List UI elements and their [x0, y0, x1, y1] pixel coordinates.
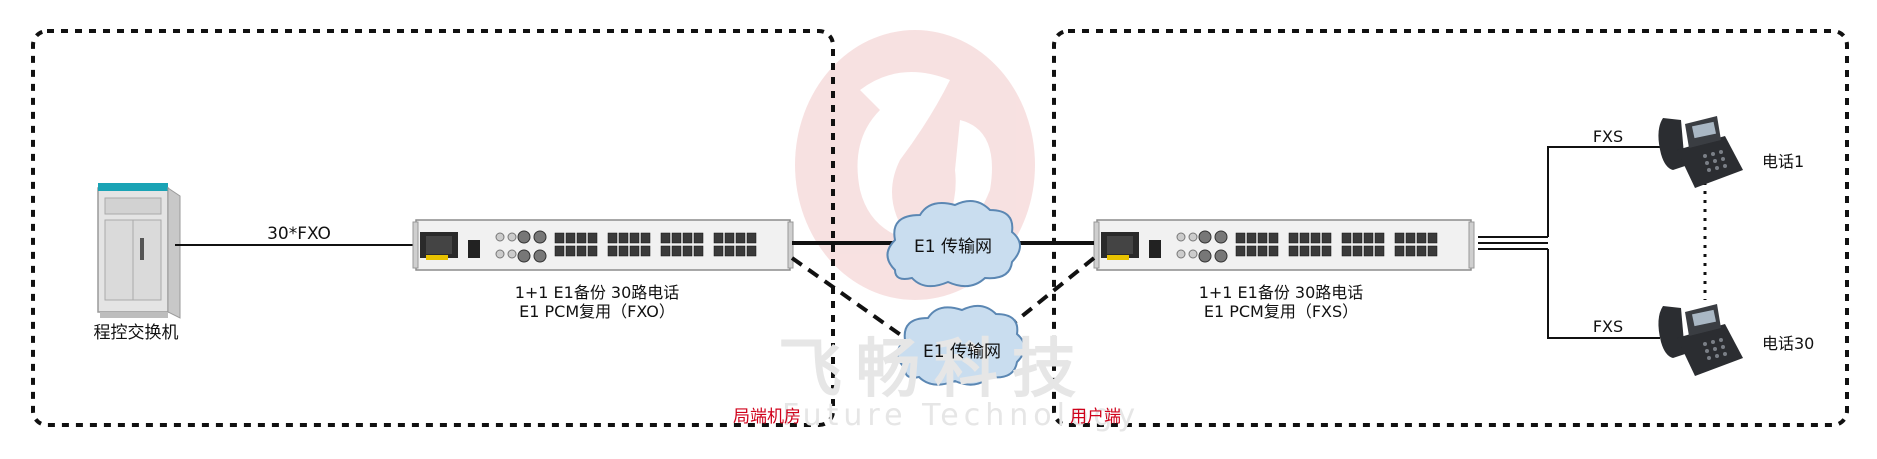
phone-icon-bottom — [1658, 304, 1743, 376]
e1-network-cloud-top — [886, 200, 1021, 288]
phone-top-label: 电话1 — [1762, 152, 1805, 171]
pcm-device-left — [412, 219, 794, 271]
e1-link-backup-left — [790, 256, 907, 340]
rj11-port — [1363, 232, 1374, 244]
rj11-port — [746, 245, 757, 257]
rj11-port — [1416, 232, 1427, 244]
rj11-port — [671, 232, 682, 244]
rj11-port — [1235, 232, 1246, 244]
rj11-port — [1341, 232, 1352, 244]
rj11-port — [724, 232, 735, 244]
rj11-port — [1321, 232, 1332, 244]
pcm-right-label-line2: E1 PCM复用（FXS） — [1203, 302, 1359, 321]
rj11-port — [660, 232, 671, 244]
rj11-port — [1257, 232, 1268, 244]
rj11-port — [682, 232, 693, 244]
rj11-port — [1374, 232, 1385, 244]
rj11-port — [746, 232, 757, 244]
rj11-port — [735, 245, 746, 257]
watermark-cn-text: 飞畅科技 — [778, 332, 1090, 407]
rj11-port — [1288, 232, 1299, 244]
rj11-port — [1363, 245, 1374, 257]
rj11-port — [1352, 232, 1363, 244]
rj11-port — [1246, 232, 1257, 244]
rj11-port — [1299, 232, 1310, 244]
pcm-right-label-line1: 1+1 E1备份 30路电话 — [1198, 283, 1364, 302]
rj11-port — [587, 232, 598, 244]
watermark-en-text: Future Technology — [782, 398, 1141, 433]
phone-bottom-label: 电话30 — [1762, 334, 1815, 353]
rj11-port — [554, 245, 565, 257]
fxs-top-label: FXS — [1592, 127, 1624, 146]
rj11-port — [1299, 245, 1310, 257]
rj11-port — [1310, 232, 1321, 244]
rj11-port — [629, 245, 640, 257]
rj11-port — [576, 232, 587, 244]
rj11-port — [1257, 245, 1268, 257]
rj11-port — [1310, 245, 1321, 257]
rj11-port — [554, 232, 565, 244]
rj11-ports-right — [1235, 232, 1438, 257]
rj11-port — [576, 245, 587, 257]
rj11-port — [735, 232, 746, 244]
rj11-port — [724, 245, 735, 257]
pcm-device-right — [1093, 219, 1475, 271]
fxo-link-label: 30*FXO — [267, 224, 331, 244]
fxs-bottom-label: FXS — [1592, 317, 1624, 336]
rj11-port — [587, 245, 598, 257]
pcm-left-label-line1: 1+1 E1备份 30路电话 — [514, 283, 680, 302]
rj11-port — [618, 232, 629, 244]
rj11-port — [1246, 245, 1257, 257]
cloud-bottom-label: E1 传输网 — [923, 342, 1001, 362]
rj11-port — [1427, 232, 1438, 244]
fxs-branch-lines — [1478, 146, 1660, 339]
rj11-port — [1394, 232, 1405, 244]
rj11-port — [618, 245, 629, 257]
rj11-port — [1416, 245, 1427, 257]
rj11-ports-left — [554, 232, 757, 257]
pcm-left-label-line2: E1 PCM复用（FXO） — [519, 302, 675, 321]
rj11-port — [693, 232, 704, 244]
rj11-port — [671, 245, 682, 257]
e1-network-cloud-bottom — [896, 304, 1026, 386]
rj11-port — [565, 245, 576, 257]
rj11-port — [1268, 245, 1279, 257]
rj11-port — [565, 232, 576, 244]
rj11-port — [607, 232, 618, 244]
rj11-port — [1405, 245, 1416, 257]
rj11-port — [1341, 245, 1352, 257]
rj11-port — [693, 245, 704, 257]
rj11-port — [713, 245, 724, 257]
rj11-port — [682, 245, 693, 257]
rj11-port — [1268, 232, 1279, 244]
rj11-port — [607, 245, 618, 257]
cloud-top-label: E1 传输网 — [914, 237, 992, 257]
rj11-port — [1321, 245, 1332, 257]
exchange-label: 程控交换机 — [93, 323, 179, 343]
rj11-port — [1374, 245, 1385, 257]
left-zone-label: 局端机房 — [733, 407, 801, 427]
rj11-port — [1427, 245, 1438, 257]
right-zone-label: 用户端 — [1070, 407, 1121, 427]
rj11-port — [640, 232, 651, 244]
rj11-port — [660, 245, 671, 257]
rj11-port — [713, 232, 724, 244]
rj11-port — [1405, 232, 1416, 244]
phone-icon-top — [1658, 116, 1743, 188]
rj11-port — [1235, 245, 1246, 257]
exchange-cabinet-icon — [97, 183, 181, 319]
right-zone-border — [1052, 29, 1849, 427]
rj11-port — [1352, 245, 1363, 257]
rj11-port — [629, 232, 640, 244]
rj11-port — [640, 245, 651, 257]
left-zone-border — [31, 29, 835, 427]
rj11-port — [1394, 245, 1405, 257]
rj11-port — [1288, 245, 1299, 257]
